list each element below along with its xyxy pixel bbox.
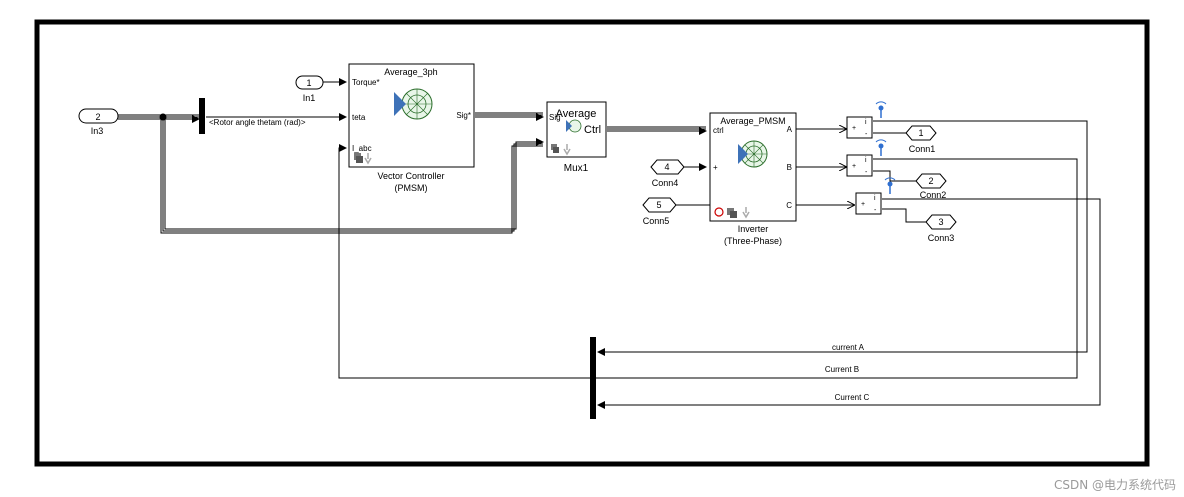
- port-sig-star: Sig*: [456, 111, 471, 120]
- inverter-port-b: B: [787, 163, 792, 172]
- signal-current-b: Current B: [825, 365, 859, 374]
- mux-caption: Mux1: [564, 163, 589, 174]
- run-icons: [354, 153, 372, 165]
- conn2-name: Conn2: [920, 190, 947, 200]
- sensor-b-i: i: [865, 157, 867, 164]
- sensor-b-minus: -: [865, 169, 868, 176]
- inport-in3-number: 2: [95, 112, 100, 122]
- conn4-name: Conn4: [652, 178, 679, 188]
- inverter-port-ctrl: ctrl: [713, 126, 724, 135]
- inverter-block[interactable]: Average_PMSM ctrl + A B C Inverter (Thre…: [709, 112, 797, 246]
- sensor-c-minus: -: [874, 207, 877, 214]
- connection-port-conn3[interactable]: 3 Conn3: [925, 214, 957, 243]
- conn1-number: 1: [918, 128, 923, 138]
- measurement-icon: [875, 139, 887, 156]
- motor-icon: [394, 88, 433, 120]
- conn3-name: Conn3: [928, 233, 955, 243]
- connection-port-conn4[interactable]: 4 Conn4: [650, 159, 685, 188]
- mux-port-sig: Sig: [549, 113, 561, 122]
- watermark: CSDN @电力系统代码: [1053, 478, 1176, 492]
- sensor-a-minus: -: [865, 131, 868, 138]
- vector-controller-title: Average_3ph: [384, 67, 437, 77]
- inport-in1[interactable]: 1 In1: [295, 75, 324, 103]
- inverter-caption2: (Three-Phase): [724, 236, 782, 246]
- inverter-port-c: C: [786, 201, 792, 210]
- port-teta: teta: [352, 113, 366, 122]
- measurement-icon: [884, 177, 896, 194]
- mux-title: Average: [556, 108, 597, 120]
- measurement-icon: [875, 101, 887, 118]
- conn3-number: 3: [938, 217, 943, 227]
- current-sensor-c[interactable]: + i -: [855, 177, 896, 215]
- inport-in1-number: 1: [306, 78, 311, 88]
- inport-in3[interactable]: 2 In3: [78, 108, 119, 136]
- sensor-c-plus: +: [861, 201, 865, 208]
- conn5-number: 5: [656, 200, 661, 210]
- port-i-abc: I_abc: [352, 144, 372, 153]
- conn4-number: 4: [664, 162, 669, 172]
- connection-port-conn2[interactable]: 2 Conn2: [915, 173, 947, 200]
- current-sensor-b[interactable]: + i -: [846, 139, 887, 177]
- inverter-run-icons: [714, 207, 750, 219]
- vector-controller-caption: Vector Controller: [377, 171, 444, 181]
- current-sensor-a[interactable]: + i -: [846, 101, 887, 139]
- sensor-a-i: i: [865, 119, 867, 126]
- mux-motor-icon: [566, 119, 582, 133]
- inport-in3-name: In3: [91, 126, 104, 136]
- inverter-port-a: A: [787, 125, 793, 134]
- sensor-c-i: i: [874, 195, 876, 202]
- inverter-port-plus: +: [713, 163, 718, 172]
- vector-controller-caption2: (PMSM): [395, 183, 428, 193]
- bus-selector-signal: <Rotor angle thetam (rad)>: [209, 118, 306, 127]
- bus-creator[interactable]: [590, 337, 596, 419]
- conn5-name: Conn5: [643, 216, 670, 226]
- inverter-title: Average_PMSM: [720, 116, 785, 126]
- connection-port-conn5[interactable]: 5 Conn5: [642, 197, 677, 226]
- mux-label: Ctrl: [584, 124, 601, 136]
- sensor-a-plus: +: [852, 125, 856, 132]
- signal-current-c: Current C: [835, 393, 870, 402]
- signal-wires: [118, 78, 1101, 409]
- bus-selector[interactable]: <Rotor angle thetam (rad)>: [199, 98, 306, 134]
- conn2-number: 2: [928, 176, 933, 186]
- inverter-caption: Inverter: [738, 224, 769, 234]
- inverter-motor-icon: [738, 140, 768, 168]
- mux-run-icons: [551, 144, 571, 156]
- conn1-name: Conn1: [909, 144, 936, 154]
- port-torque: Torque*: [352, 78, 380, 87]
- inport-in1-name: In1: [303, 93, 316, 103]
- signal-current-a: current A: [832, 343, 865, 352]
- mux-block[interactable]: Average Sig Ctrl Mux1: [546, 101, 607, 174]
- connection-port-conn1[interactable]: 1 Conn1: [905, 125, 937, 154]
- sensor-b-plus: +: [852, 163, 856, 170]
- vector-controller-block[interactable]: Average_3ph Torque* teta I_abc Sig* Vect…: [348, 63, 475, 193]
